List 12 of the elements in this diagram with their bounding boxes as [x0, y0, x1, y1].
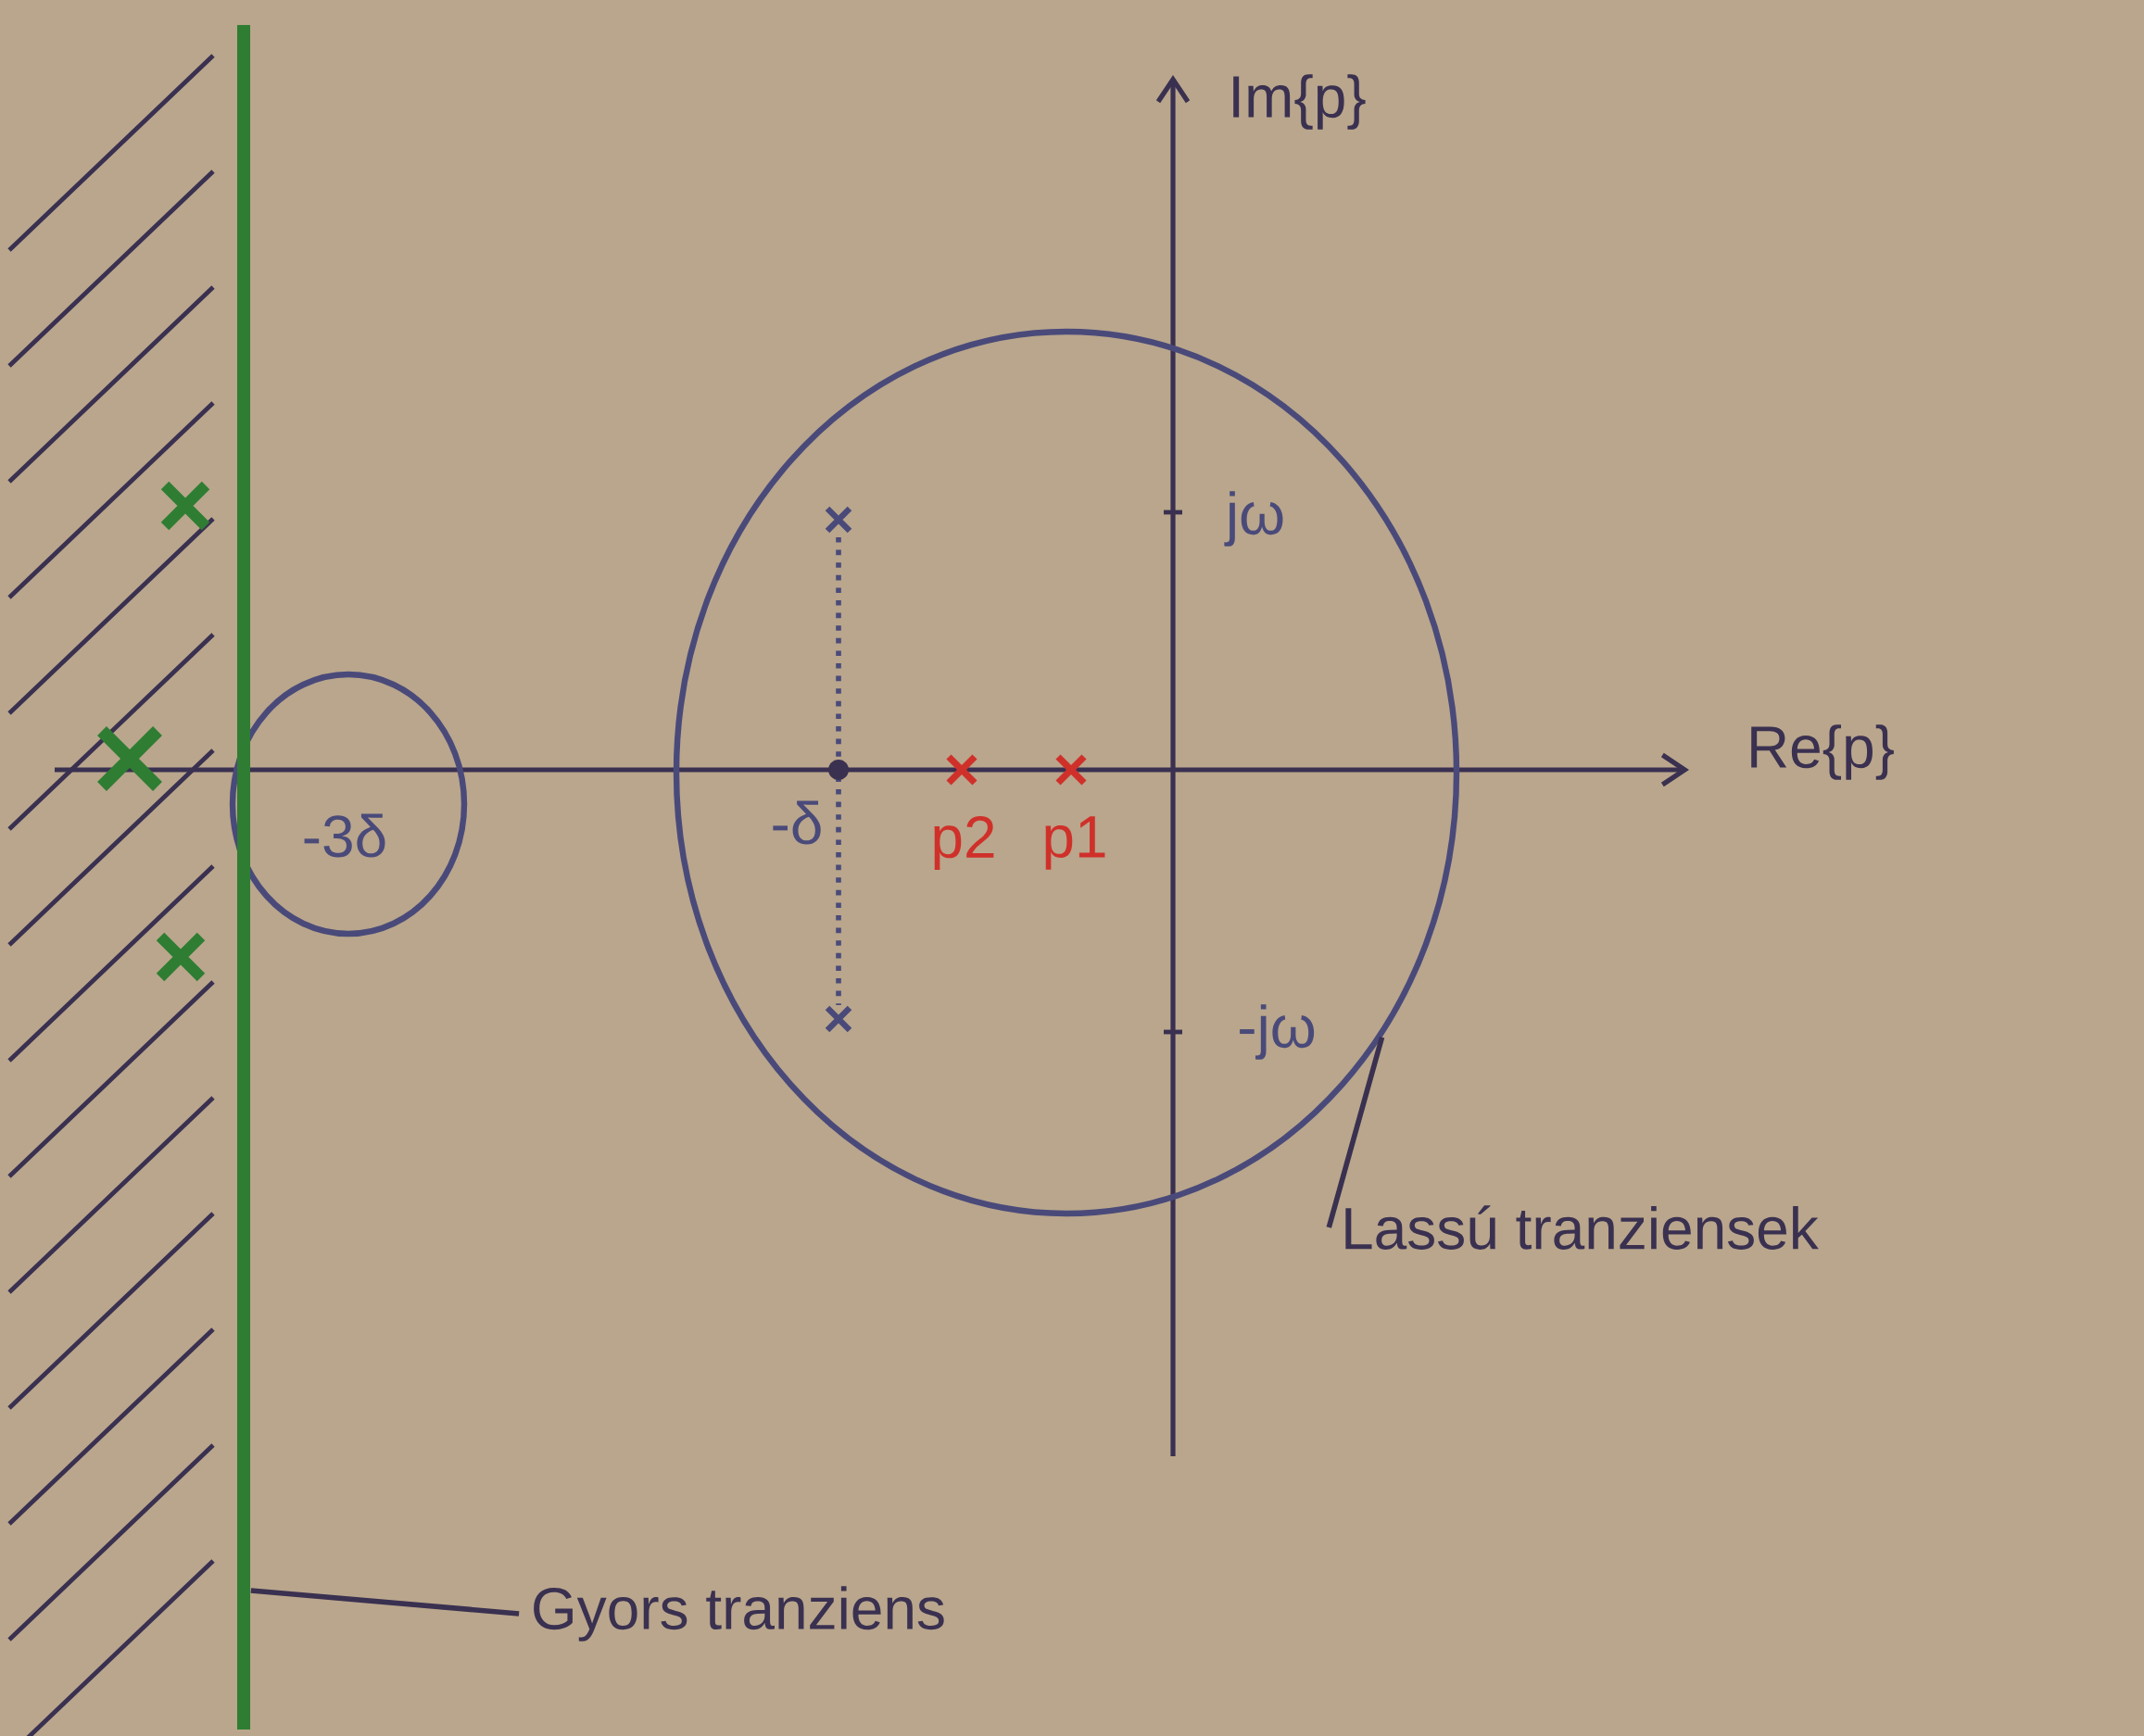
axis-label: Re{p}	[1751, 724, 1894, 780]
axis-label: -3δ	[304, 813, 385, 858]
annotation-text: Gyors tranziens	[534, 1586, 944, 1642]
axis-label: jω	[1224, 491, 1283, 547]
axis-label: p2	[934, 816, 994, 870]
axis-label: Im{p}	[1233, 74, 1366, 130]
leader-line	[1326, 1037, 1385, 1228]
axis-label: p1	[1045, 816, 1105, 870]
annotation-text: Lassú tranziensek	[1345, 1205, 1819, 1250]
leader-line	[250, 1588, 520, 1616]
axis-label: -jω	[1240, 1004, 1315, 1060]
axis-label: -δ	[773, 800, 821, 845]
